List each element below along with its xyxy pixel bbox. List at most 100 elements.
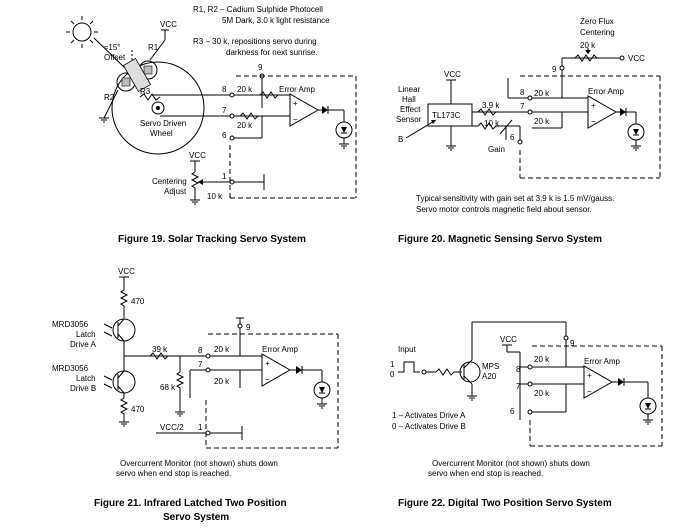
fig20-zero-flux-line2: Centering	[580, 28, 615, 37]
fig20-res1: 20 k	[534, 89, 550, 98]
fig19-pin8: 8	[222, 85, 227, 94]
caption-fig21-line1: Figure 21. Infrared Latched Two Position	[94, 498, 287, 509]
fig22-pin8: 8	[516, 365, 521, 374]
fig19-offset-angle: ≈15°	[104, 43, 121, 52]
fig20-sensor-chip: TL173C	[432, 111, 461, 120]
fig19-r3-label: R3	[140, 87, 151, 96]
fig19-pin6: 6	[222, 131, 227, 140]
fig21-pin7: 7	[198, 360, 203, 369]
sun-icon	[66, 16, 98, 48]
svg-text:+: +	[591, 101, 596, 110]
caption-fig21-line2: Servo System	[163, 512, 229, 523]
fig20-pin7: 7	[520, 102, 525, 111]
fig22-note-line2: servo when end stop is reached.	[428, 469, 543, 478]
fig20-vcc: VCC	[444, 70, 461, 79]
fig21-phototransistor-b	[103, 370, 136, 394]
fig19-r2-label: R2	[104, 93, 115, 102]
fig19-wheel-line1: Servo Driven	[140, 119, 186, 128]
fig20-sensor-line4: Sensor	[396, 115, 422, 124]
fig21-phototransistor-a	[103, 318, 136, 342]
fig22-pin6: 6	[510, 407, 515, 416]
fig21-latch-a-line2: Latch	[76, 330, 96, 339]
figure-19-solar-tracking: R1, R2 – Cadium Sulphide Photocell 5M Da…	[66, 5, 357, 245]
fig20-error-amp: Error Amp	[588, 87, 625, 96]
fig20-gain: Gain	[488, 145, 505, 154]
fig21-r470a: 470	[131, 297, 145, 306]
fig19-r1-label: R1	[148, 43, 159, 52]
fig20-pot-top: 20 k	[580, 41, 596, 50]
fig22-in1: 1	[390, 360, 395, 369]
fig22-in0: 0	[390, 370, 395, 379]
fig21-latch-b-line2: Latch	[76, 374, 96, 383]
svg-text:−: −	[265, 375, 270, 384]
sensor-mount	[122, 57, 152, 93]
fig21-pin9: 9	[246, 323, 251, 332]
fig21-vcc: VCC	[118, 267, 135, 276]
fig20-sensor-line2: Hall	[402, 95, 416, 104]
fig21-latch-a-line3: Drive A	[70, 340, 96, 349]
fig22-legend1: 1 – Activates Drive A	[392, 411, 466, 420]
fig19-error-amp: Error Amp	[279, 85, 316, 94]
fig19-pin7: 7	[222, 106, 227, 115]
svg-text:+: +	[587, 371, 592, 380]
fig21-r470b: 470	[131, 405, 145, 414]
fig19-r3-resistor	[139, 93, 161, 101]
fig22-input: Input	[398, 345, 417, 354]
fig20-pin8: 8	[520, 88, 525, 97]
fig19-pin1: 1	[222, 172, 227, 181]
fig21-pin1: 1	[198, 423, 203, 432]
fig22-legend0: 0 – Activates Drive B	[392, 422, 466, 431]
fig20-vcc-right: VCC	[628, 54, 645, 63]
svg-text:−: −	[591, 117, 596, 126]
fig22-transistor-line1: MPS	[482, 362, 499, 371]
fig21-note-line2: servo when end stop is reached.	[116, 469, 231, 478]
fig21-error-amp-symbol	[261, 353, 292, 387]
fig21-latch-b-line3: Drive B	[70, 384, 96, 393]
figure-20-magnetic-sensing: Zero Flux Centering 20 k VCC 9 VCC TL173…	[396, 17, 661, 245]
fig20-zero-flux-line1: Zero Flux	[580, 17, 614, 26]
fig22-transistor	[459, 359, 481, 385]
fig21-res1: 20 k	[214, 345, 230, 354]
fig22-note-line1: Overcurrent Monitor (not shown) shuts do…	[432, 459, 590, 468]
fig22-pin7: 7	[516, 382, 521, 391]
fig19-vcc: VCC	[160, 20, 177, 29]
caption-fig20: Figure 20. Magnetic Sensing Servo System	[398, 234, 602, 245]
fig20-hall-sensor-chip	[427, 103, 473, 127]
fig20-sensor-line1: Linear	[398, 85, 421, 94]
fig20-note-line2: Servo motor controls magnetic field abou…	[416, 205, 592, 214]
fig21-vcc-half: VCC/2	[160, 423, 184, 432]
fig20-pin6: 6	[510, 133, 515, 142]
fig19-error-amp-symbol	[289, 93, 320, 127]
caption-fig19: Figure 19. Solar Tracking Servo System	[118, 234, 306, 245]
fig20-note-line1: Typical sensitivity with gain set at 3.9…	[416, 194, 614, 203]
fig22-res2: 20 k	[534, 389, 550, 398]
fig21-latch-a-line1: MRD3056	[52, 320, 89, 329]
svg-text:−: −	[293, 115, 298, 124]
fig19-offset-label: Offset	[104, 53, 126, 62]
servo-wheel	[111, 61, 205, 155]
fig22-transistor-line2: A20	[482, 372, 497, 381]
fig19-note-r3-line2: darkness for next sunrise.	[226, 48, 318, 57]
fig21-pin8: 8	[198, 346, 203, 355]
fig20-res2: 20 k	[534, 117, 550, 126]
fig22-res1: 20 k	[534, 355, 550, 364]
fig21-r39: 39 k	[152, 345, 168, 354]
caption-fig22: Figure 22. Digital Two Position Servo Sy…	[398, 498, 612, 509]
figure-22-digital-two-position: Input 1 0 MPS A20 9 VCC 8 7	[390, 321, 663, 509]
fig19-pin9: 9	[258, 63, 263, 72]
fig22-pin9: 9	[570, 339, 575, 348]
fig21-res2: 20 k	[214, 377, 230, 386]
fig22-pulse-icon	[398, 361, 420, 373]
fig19-note-r1r2-line1: R1, R2 – Cadium Sulphide Photocell	[193, 5, 323, 14]
fig20-error-amp-symbol	[587, 95, 618, 129]
svg-text:+: +	[265, 359, 270, 368]
fig21-error-amp: Error Amp	[262, 345, 299, 354]
fig20-r39: 3.9 k	[482, 101, 500, 110]
svg-text:−: −	[587, 387, 592, 396]
svg-text:+: +	[293, 99, 298, 108]
fig19-wheel-line2: Wheel	[150, 129, 173, 138]
fig21-note-line1: Overcurrent Monitor (not shown) shuts do…	[120, 459, 278, 468]
fig19-res1: 20 k	[237, 85, 253, 94]
fig19-vcc2: VCC	[189, 151, 206, 160]
